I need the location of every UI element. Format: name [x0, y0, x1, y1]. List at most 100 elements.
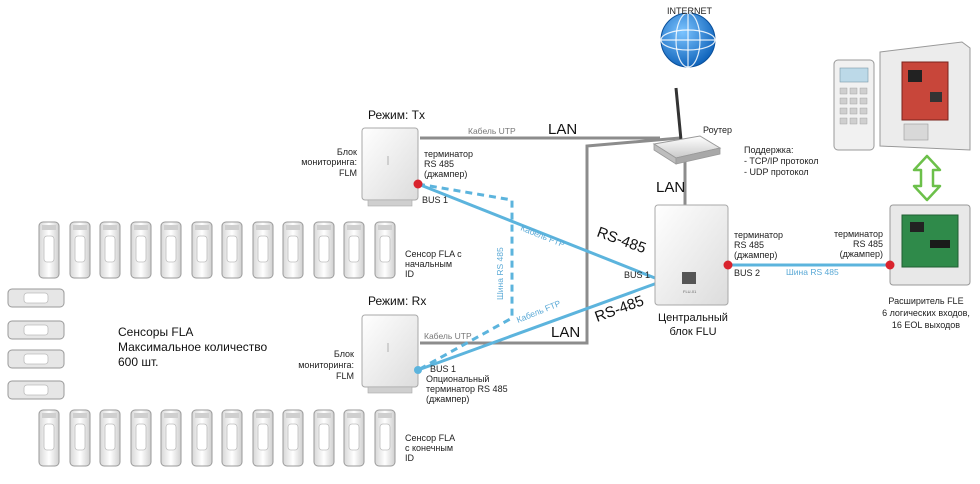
flu-terminator-line1: терминатор: [734, 230, 783, 240]
sensor-fla-top-2: [69, 221, 91, 279]
sensor-layer: [7, 221, 396, 467]
tx-name-line2: мониторинга:: [301, 157, 357, 167]
flu-bus1-label: BUS 1: [624, 270, 650, 280]
sensor-fla-bottom-8: [252, 409, 274, 467]
lan-top-label: LAN: [548, 121, 577, 138]
sensor-fla-bottom-12: [374, 409, 396, 467]
tx-name-line1: Блок: [337, 147, 357, 157]
flu-device-badge: FLU-01: [683, 289, 697, 294]
fle-name-line1: Расширитель FLE: [888, 296, 963, 306]
router-device: [652, 87, 722, 165]
rx-terminator-line2: терминатор RS 485: [426, 384, 508, 394]
sensor-fla-bottom-4: [130, 409, 152, 467]
green-double-arrow: [912, 154, 942, 202]
sensor-fla-top-1: [38, 221, 60, 279]
flu-terminator-line2: RS 485: [734, 240, 764, 250]
sensors-summary-line2: Максимальное количество: [118, 340, 268, 354]
lan-lines: [420, 136, 687, 345]
fle-name-line3: 16 EOL выходов: [892, 320, 960, 330]
control-panel-device: [879, 41, 971, 151]
sensor-fla-top-5: [160, 221, 182, 279]
rx-name-line1: Блок: [334, 349, 354, 359]
sensor-top-label-line2: начальным: [405, 259, 452, 269]
fle-terminator-dot: [885, 260, 895, 270]
sensor-fla-side-3: [7, 349, 65, 369]
sensor-top-label-line3: ID: [405, 269, 415, 279]
tx-terminator-dot: [413, 179, 423, 189]
keypad-device: [833, 59, 875, 151]
bus-line-rx-flu: [417, 280, 661, 372]
rx-name-line2: мониторинга:: [298, 360, 354, 370]
bus-line-dashed-loop: [417, 182, 514, 372]
sensor-fla-bottom-2: [69, 409, 91, 467]
sensor-fla-bottom-5: [160, 409, 182, 467]
sensor-fla-top-7: [221, 221, 243, 279]
lan-mid-label: LAN: [656, 179, 685, 196]
internet-label: INTERNET: [667, 6, 713, 16]
fle-name-line2: 6 логических входов,: [882, 308, 970, 318]
flu-bus2-label: BUS 2: [734, 268, 760, 278]
sensor-fla-top-12: [374, 221, 396, 279]
sensor-fla-bottom-1: [38, 409, 60, 467]
bus-line-tx-flu: [417, 182, 661, 282]
flu-terminator-line3: (джампер): [734, 250, 777, 260]
router-support-udp: - UDP протокол: [744, 167, 809, 177]
rx-mode-label: Режим: Rx: [368, 294, 426, 308]
sensor-fla-top-9: [282, 221, 304, 279]
sensor-fla-top-6: [191, 221, 213, 279]
tx-mode-label: Режим: Tx: [368, 108, 425, 122]
internet-globe: [660, 12, 716, 68]
sensors-summary-line3: 600 шт.: [118, 355, 158, 369]
sensor-fla-bottom-6: [191, 409, 213, 467]
sensor-fla-top-10: [313, 221, 335, 279]
sensor-fla-side-4: [7, 380, 65, 400]
sensor-fla-bottom-10: [313, 409, 335, 467]
rx-flm-device: [361, 314, 419, 394]
router-label: Роутер: [703, 125, 732, 135]
sensor-fla-bottom-11: [343, 409, 365, 467]
router-support-title: Поддержка:: [744, 145, 793, 155]
fle-terminator-line3: (джампер): [840, 249, 883, 259]
tx-flm-device: [361, 127, 419, 207]
flu-device: FLU-01: [654, 204, 729, 306]
lan-bottom-label: LAN: [551, 324, 580, 341]
sensor-fla-top-11: [343, 221, 365, 279]
rx-terminator-line1: Опциональный: [426, 374, 489, 384]
ftp-top-label: Кабель FTP: [519, 223, 566, 250]
sensor-fla-bottom-7: [221, 409, 243, 467]
bus-lines: [417, 182, 890, 372]
rx-bus-dot: [414, 366, 422, 374]
rs485-top-label: RS-485: [595, 224, 649, 257]
sensor-bottom-label-line1: Сенсор FLA: [405, 433, 455, 443]
router-support-tcp: - TCP/IP протокол: [744, 156, 819, 166]
tx-name-line3: FLM: [339, 168, 357, 178]
lan-line-router-vertical: [420, 136, 681, 345]
sensor-fla-top-4: [130, 221, 152, 279]
rx-terminator-line3: (джампер): [426, 394, 469, 404]
tx-terminator-line1: терминатор: [424, 149, 473, 159]
bus-right-label: Шина RS 485: [786, 267, 839, 277]
tx-bus-label: BUS 1: [422, 195, 448, 205]
bus-vertical-label: Шина RS 485: [495, 247, 505, 300]
fle-terminator-line2: RS 485: [853, 239, 883, 249]
sensor-fla-side-1: [7, 288, 65, 308]
rx-bus-label: BUS 1: [430, 364, 456, 374]
flu-name-line2: блок FLU: [669, 326, 716, 338]
sensor-fla-side-2: [7, 320, 65, 340]
sensor-bottom-label-line3: ID: [405, 453, 415, 463]
sensor-bottom-label-line2: с конечным: [405, 443, 453, 453]
sensor-fla-bottom-9: [282, 409, 304, 467]
fle-device: [889, 204, 971, 286]
tx-terminator-line3: (джампер): [424, 169, 467, 179]
tx-terminator-line2: RS 485: [424, 159, 454, 169]
rx-name-line3: FLM: [336, 371, 354, 381]
fle-terminator-line1: терминатор: [834, 229, 883, 239]
flu-terminator-dot: [723, 260, 733, 270]
sensors-summary-line1: Сенсоры FLA: [118, 325, 193, 339]
sensor-fla-bottom-3: [99, 409, 121, 467]
utp-bottom-label: Кабель UTP: [424, 331, 472, 341]
flu-name-line1: Центральный: [658, 312, 728, 324]
utp-top-label: Кабель UTP: [468, 126, 516, 136]
